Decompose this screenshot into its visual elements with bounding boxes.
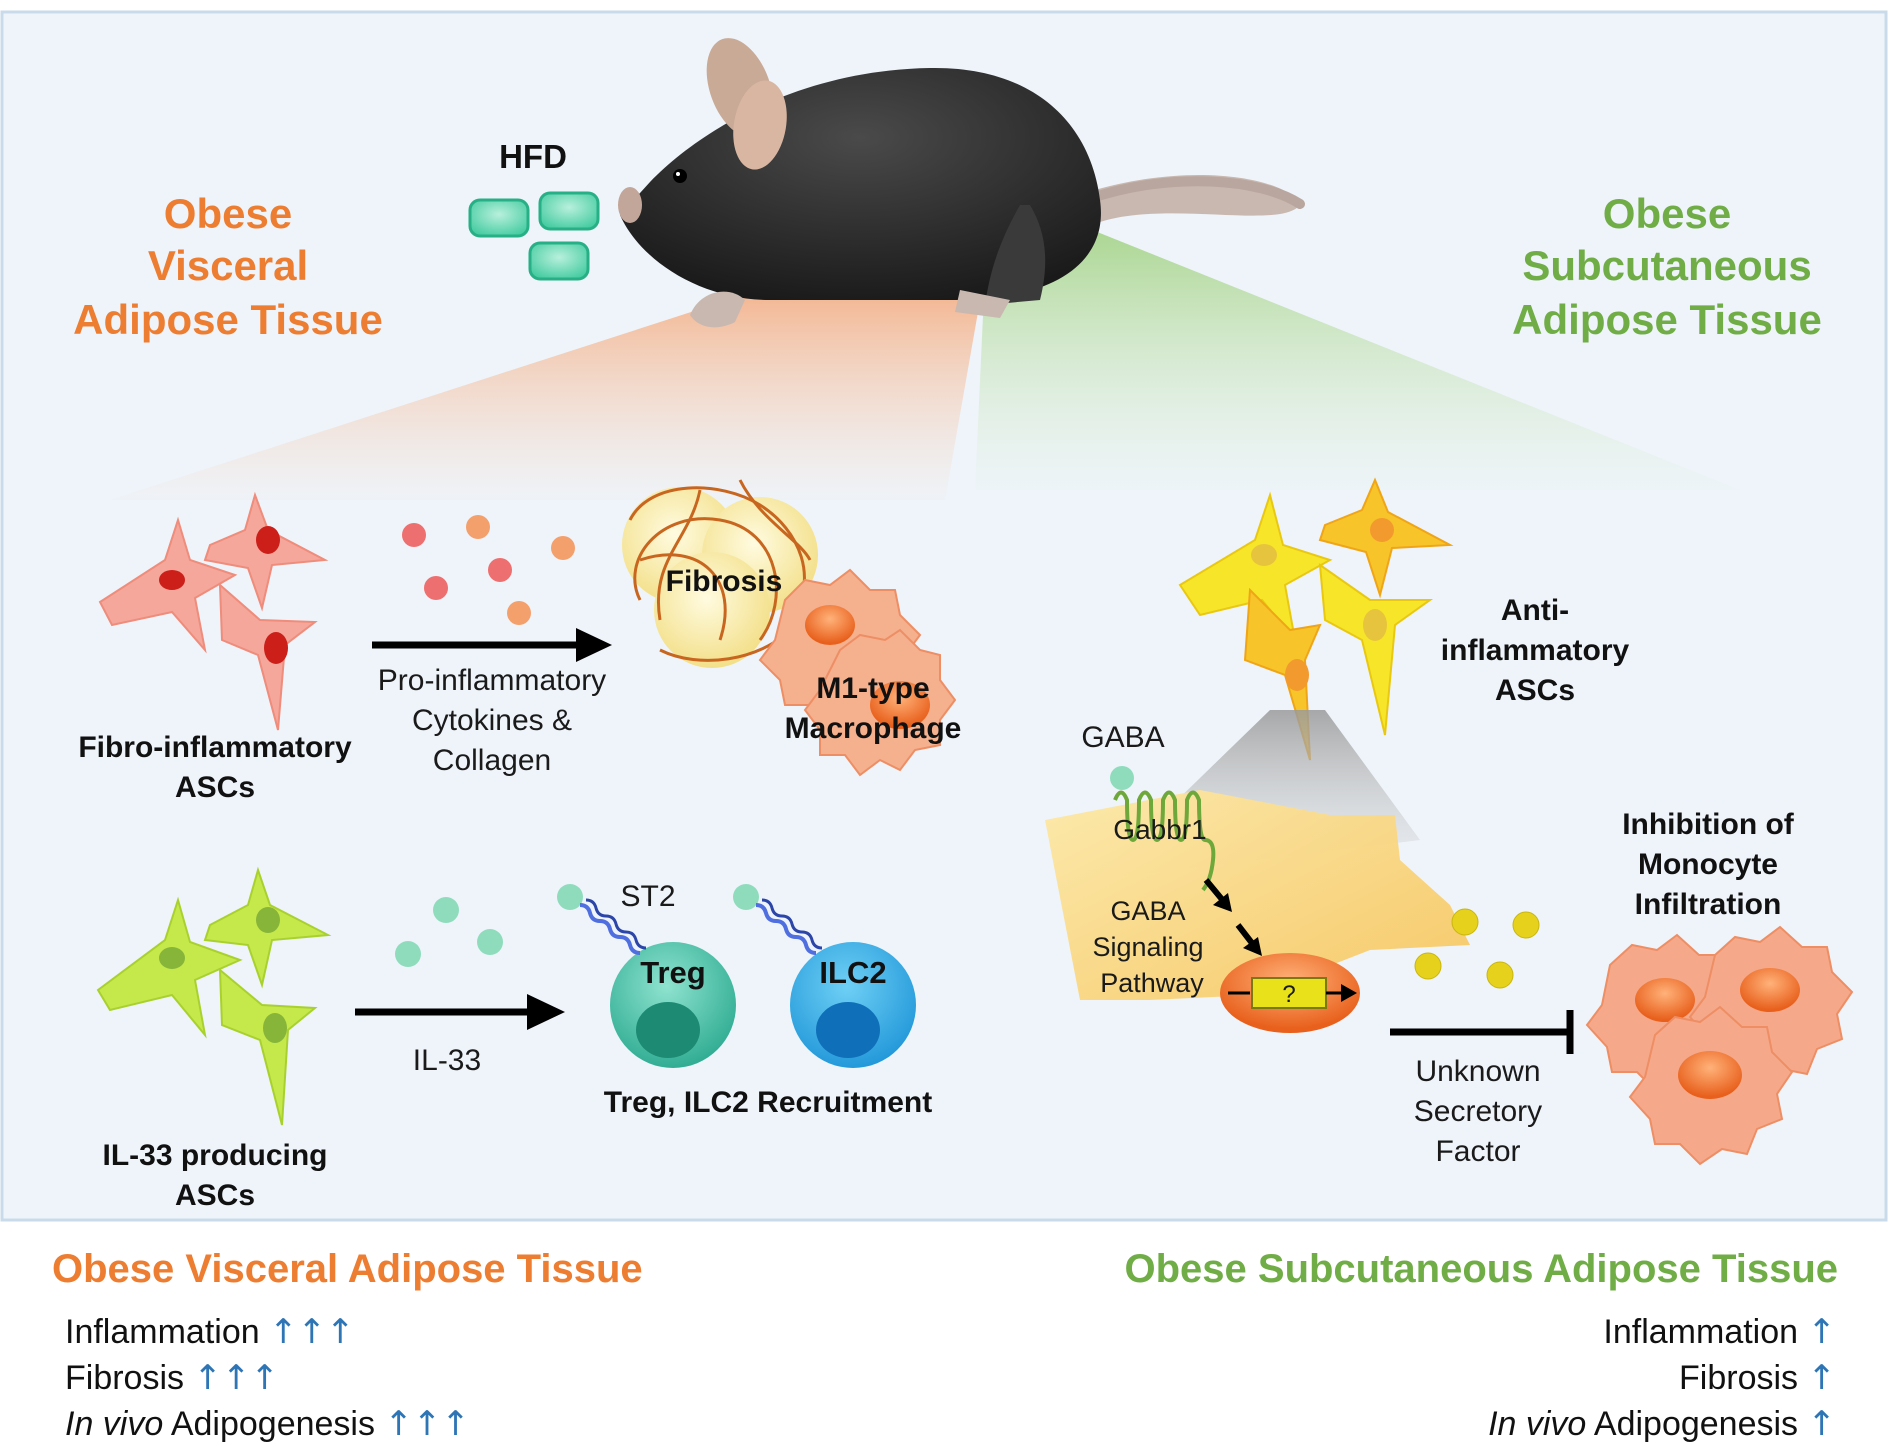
svg-text:Obese: Obese xyxy=(164,190,292,237)
visceral-title: Obese Visceral Adipose Tissue xyxy=(73,190,383,343)
anti-asc-label-3: ASCs xyxy=(1495,674,1575,707)
summary-row: In vivo Adipogenesis ↑↑↑ xyxy=(65,1404,470,1444)
cytokines-label-3: Collagen xyxy=(433,744,551,777)
il33-dots xyxy=(395,897,503,967)
il33-asc-label-1: IL-33 producing xyxy=(103,1139,328,1172)
macrophage-label-1: M1-type xyxy=(816,672,929,705)
gaba-pathway-label-2: Signaling xyxy=(1092,932,1203,962)
mouse-illustration xyxy=(618,38,1305,328)
fibro-asc-label-1: Fibro-inflammatory xyxy=(78,731,352,764)
cytokine-arrow xyxy=(372,628,612,662)
summary-subcutaneous-title: Obese Subcutaneous Adipose Tissue xyxy=(1124,1247,1838,1291)
summary-row: Inflammation ↑↑↑ xyxy=(65,1312,355,1352)
factor-label-1: Unknown xyxy=(1415,1055,1540,1088)
fibrosis-adipocytes xyxy=(622,479,818,668)
treg-cell xyxy=(557,884,736,1068)
gaba-pathway-label-3: Pathway xyxy=(1100,968,1204,998)
ilc2-label: ILC2 xyxy=(819,955,886,990)
summary-visceral-title: Obese Visceral Adipose Tissue xyxy=(52,1247,643,1291)
gabbr1-label: Gabbr1 xyxy=(1113,814,1206,845)
summary-visceral-list: Inflammation ↑↑↑ Fibrosis ↑↑↑ In vivo Ad… xyxy=(65,1312,470,1444)
monocyte-cells xyxy=(1585,925,1854,1166)
green-nucleus xyxy=(256,907,280,933)
secretory-factor-dots xyxy=(1414,908,1540,989)
macrophage-label-2: Macrophage xyxy=(785,712,962,745)
summary-row: Inflammation ↑ xyxy=(1603,1312,1836,1352)
expanded-asc-cell xyxy=(1045,790,1470,1000)
st2-label: ST2 xyxy=(620,880,675,913)
recruitment-label: Treg, ILC2 Recruitment xyxy=(604,1086,932,1119)
fibrosis-label: Fibrosis xyxy=(666,565,783,598)
svg-text:Subcutaneous: Subcutaneous xyxy=(1522,242,1811,289)
il33-label: IL-33 xyxy=(413,1044,481,1077)
inhibition-label-1: Inhibition of xyxy=(1622,808,1795,841)
svg-text:Adipose Tissue: Adipose Tissue xyxy=(1512,296,1822,343)
summary-row: In vivo Adipogenesis ↑ xyxy=(1488,1404,1836,1444)
svg-text:Obese: Obese xyxy=(1603,190,1731,237)
inhibition-label-2: Monocyte xyxy=(1638,848,1778,881)
factor-label-2: Secretory xyxy=(1414,1095,1542,1128)
red-nucleus xyxy=(256,526,280,554)
hfd-label: HFD xyxy=(499,138,567,175)
hfd-pellets-icon xyxy=(468,191,600,281)
factor-label-3: Factor xyxy=(1435,1135,1520,1168)
gene-box xyxy=(1251,977,1327,1009)
green-nucleus xyxy=(159,947,185,969)
red-nucleus xyxy=(159,570,185,590)
subcutaneous-projection-cone xyxy=(975,205,1740,490)
inhibition-label-3: Infiltration xyxy=(1635,888,1782,921)
svg-text:Visceral: Visceral xyxy=(148,242,308,289)
gaba-label: GABA xyxy=(1081,721,1164,754)
inhibition-arrow xyxy=(1390,1010,1574,1054)
cytokines-label-1: Pro-inflammatory xyxy=(378,664,606,697)
summary-row: Fibrosis ↑ xyxy=(1679,1358,1836,1398)
visceral-projection-cone xyxy=(110,272,985,500)
cytokines-label-2: Cytokines & xyxy=(412,704,572,737)
signaling-arrows xyxy=(1203,878,1262,956)
gaba-molecule xyxy=(1110,766,1134,790)
fibro-asc-label-2: ASCs xyxy=(175,771,255,804)
ilc2-cell xyxy=(733,884,916,1068)
treg-label: Treg xyxy=(640,955,705,990)
gene-transcription-arrow xyxy=(1326,984,1357,1002)
anti-asc-label-1: Anti- xyxy=(1501,594,1569,627)
summary-row: Fibrosis ↑↑↑ xyxy=(65,1358,279,1398)
svg-text:Adipose Tissue: Adipose Tissue xyxy=(73,296,383,343)
anti-asc-label-2: inflammatory xyxy=(1441,634,1630,667)
gene-label: ? xyxy=(1282,981,1295,1008)
red-nucleus xyxy=(264,632,288,664)
cytokine-dots xyxy=(402,515,575,625)
il33-asc-label-2: ASCs xyxy=(175,1179,255,1212)
summary-subcutaneous-list: Inflammation ↑ Fibrosis ↑ In vivo Adipog… xyxy=(1488,1312,1836,1444)
gabbr1-receptor-icon xyxy=(1113,790,1216,892)
green-nucleus xyxy=(263,1013,287,1043)
il33-arrow xyxy=(355,994,565,1030)
subcutaneous-title: Obese Subcutaneous Adipose Tissue xyxy=(1512,190,1822,343)
m1-macrophage-cells xyxy=(758,568,957,777)
gaba-pathway-label-1: GABA xyxy=(1110,896,1185,926)
